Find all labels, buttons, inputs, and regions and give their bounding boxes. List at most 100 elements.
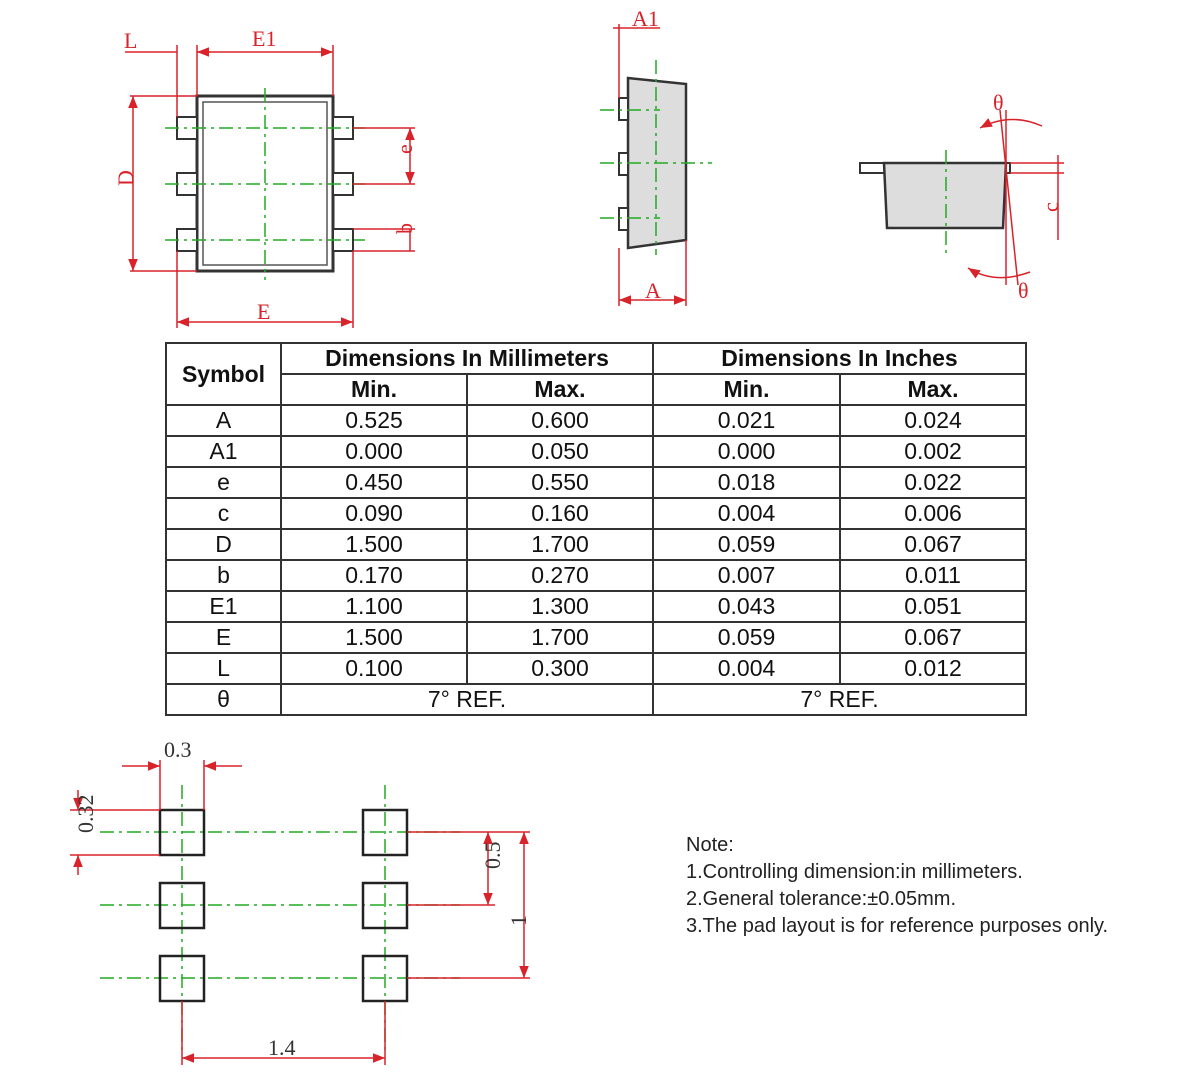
end-body-outline [882,161,1008,230]
pad-label-pitch: 0.5 [480,842,505,870]
label-b: b [392,223,417,234]
end-dimensions [967,109,1064,286]
header-in-max: Max. [838,373,1028,406]
cell-mm-max: 1.700 [466,528,654,561]
cell-in-max: 0.002 [838,435,1028,468]
label-A: A [645,278,661,303]
pad-label-spacing: 1.4 [268,1035,296,1060]
cell-symbol: e [165,466,282,499]
label-theta-top: θ [993,90,1004,115]
side-leads [618,97,629,231]
cell-mm-max: 0.160 [466,497,654,530]
cell-in-max: 0.022 [838,466,1028,499]
cell-mm-max: 1.700 [466,621,654,654]
cell-mm-min: 0.525 [280,404,468,437]
cell-mm-max: 0.300 [466,652,654,685]
cell-in-min: 0.007 [652,559,841,592]
cell-in-max: 0.006 [838,497,1028,530]
cell-mm-min: 0.450 [280,466,468,499]
table-subheader-row: Min. Max. Min. Max. [166,373,1028,406]
cell-in-max: 0.051 [838,590,1028,623]
cell-mm-max: 0.270 [466,559,654,592]
label-D: D [113,170,138,186]
header-mm: Dimensions In Millimeters [280,342,654,375]
cell-in-min: 0.059 [652,528,841,561]
label-E1: E1 [252,26,276,51]
cell-symbol: E1 [165,590,282,623]
dimension-table: Symbol Dimensions In Millimeters Dimensi… [165,342,1028,716]
pad-dimensions [70,760,530,1065]
table-header-row: Symbol Dimensions In Millimeters Dimensi… [165,342,1028,406]
note-item: 1.Controlling dimension:in millimeters. [686,861,1023,883]
label-L: L [124,28,137,53]
note-item: 3.The pad layout is for reference purpos… [686,915,1109,937]
cell-symbol: θ [165,683,282,716]
cell-mm-min: 1.500 [280,621,468,654]
note-item: 2.General tolerance:±0.05mm. [686,888,956,910]
cell-mm-max: 0.050 [466,435,654,468]
cell-mm-max: 1.300 [466,590,654,623]
top-view-dimensions [125,45,415,328]
cell-in-min: 0.021 [652,404,841,437]
cell-in-min: 0.004 [652,497,841,530]
notes: Note: 1.Controlling dimension:in millime… [686,832,1108,940]
cell-in-max: 0.011 [838,559,1028,592]
pad-label-height: 0.32 [73,795,98,834]
header-mm-max: Max. [466,373,654,406]
pad-label-width: 0.3 [164,737,192,762]
cell-symbol: L [165,652,282,685]
cell-in-max: 0.012 [838,652,1028,685]
label-E: E [257,299,270,324]
notes-title: Note: [686,834,734,856]
top-view-centerlines [165,88,365,280]
cell-symbol: A [165,404,282,437]
cell-theta-in: 7° REF. [651,683,1028,716]
cell-in-min: 0.004 [652,652,841,685]
label-c: c [1038,202,1063,212]
cell-in-min: 0.059 [652,621,841,654]
side-view: A1 A [600,6,712,306]
cell-mm-min: 0.170 [280,559,468,592]
top-view: L E1 D e b E [113,26,417,328]
side-dimensions [613,24,687,306]
cell-theta-mm: 7° REF. [280,683,654,716]
header-mm-min: Min. [280,373,468,406]
cell-symbol: b [165,559,282,592]
header-in: Dimensions In Inches [651,342,1028,375]
cell-mm-min: 1.100 [280,590,468,623]
cell-mm-min: 1.500 [280,528,468,561]
pad-label-span: 1 [506,915,531,926]
cell-in-max: 0.024 [838,404,1028,437]
cell-in-min: 0.043 [652,590,841,623]
cell-mm-min: 0.000 [280,435,468,468]
cell-mm-max: 0.550 [466,466,654,499]
cell-symbol: E [165,621,282,654]
label-theta-bottom: θ [1018,278,1029,303]
side-centerlines [600,60,712,255]
cell-mm-min: 0.100 [280,652,468,685]
header-symbol: Symbol [165,342,282,406]
end-view: θ θ c [859,90,1064,303]
cell-symbol: A1 [165,435,282,468]
cell-in-max: 0.067 [838,621,1028,654]
table-row-theta: θ 7° REF. 7° REF. [165,683,1028,716]
cell-mm-min: 0.090 [280,497,468,530]
header-in-min: Min. [652,373,841,406]
label-A1: A1 [632,6,659,31]
cell-in-min: 0.000 [652,435,841,468]
cell-symbol: c [165,497,282,530]
cell-in-max: 0.067 [838,528,1028,561]
label-e: e [392,144,417,154]
cell-symbol: D [165,528,282,561]
